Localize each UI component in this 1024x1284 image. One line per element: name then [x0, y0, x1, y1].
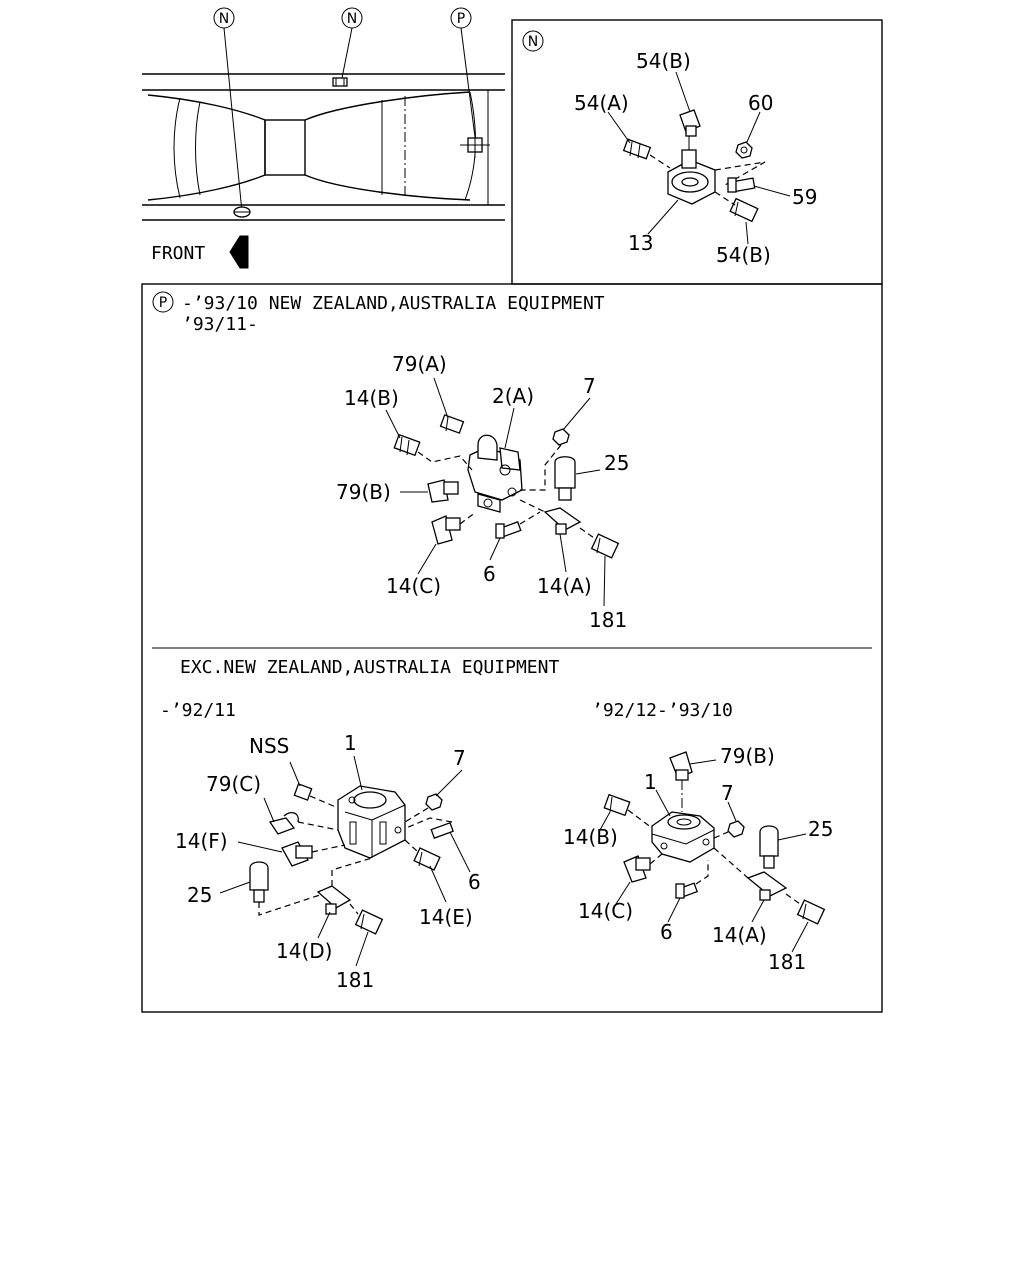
part-label: 14(E) [419, 905, 473, 929]
part-label: 14(A) [537, 574, 592, 598]
part-label: 7 [721, 781, 734, 805]
part-label: 79(B) [336, 480, 391, 504]
vehicle-top-view: N N P FRONT [142, 7, 505, 269]
part-label: 181 [589, 608, 627, 632]
part-label: 14(C) [578, 899, 633, 923]
bolt-59 [727, 177, 756, 193]
exc-right-assembly: 79(B) 1 7 25 14(B) 14(C) 6 14(A) 181 [563, 744, 833, 974]
part-label: 14(B) [563, 825, 618, 849]
detail-p-assembly: 79(A) 2(A) 14(B) 7 25 79(B) 14(C) 6 14(A… [336, 352, 629, 632]
svg-text:N: N [219, 11, 229, 27]
valve-location-icon [332, 77, 348, 87]
section-heading: -’93/10 NEW ZEALAND,AUSTRALIA EQUIPMENT [182, 293, 605, 314]
svg-text:P: P [457, 11, 465, 27]
part-label: 7 [583, 374, 596, 398]
part-label: 54(B) [716, 243, 771, 267]
fitting-54a [622, 138, 652, 160]
detail-p-panel [141, 283, 883, 1013]
svg-text:P: P [159, 295, 167, 311]
valve-location-icon [460, 132, 490, 158]
part-label: 59 [792, 185, 817, 209]
part-label: 7 [453, 746, 466, 770]
front-arrow-icon [229, 235, 249, 269]
svg-text:N: N [347, 11, 357, 27]
callout-marker: P [450, 7, 472, 29]
part-label: 14(A) [712, 923, 767, 947]
part-label: 79(C) [206, 772, 261, 796]
part-label: 181 [768, 950, 806, 974]
valve-location-icon [233, 206, 251, 218]
part-label: 79(A) [392, 352, 447, 376]
svg-text:N: N [528, 34, 538, 50]
part-label: 14(C) [386, 574, 441, 598]
part-label: 6 [483, 562, 496, 586]
nut-60 [735, 141, 753, 159]
part-label: 14(F) [175, 829, 228, 853]
section-heading: ’93/11- [182, 314, 258, 335]
callout-marker: N [341, 7, 363, 29]
front-label: FRONT [151, 243, 205, 264]
part-label: 60 [748, 91, 773, 115]
part-label: 2(A) [492, 384, 534, 408]
part-label: 25 [808, 817, 833, 841]
part-label: 1 [344, 731, 357, 755]
part-label: 79(B) [720, 744, 775, 768]
variant-period: -’92/11 [160, 700, 236, 721]
part-label: 1 [644, 770, 657, 794]
exc-left-assembly: NSS 1 7 79(C) 14(F) 25 6 14(E) 14(D) 181 [175, 731, 481, 992]
variant-period: ’92/12-’93/10 [592, 700, 733, 721]
part-label: 6 [660, 920, 673, 944]
part-label: 54(B) [636, 49, 691, 73]
callout-marker: N [213, 7, 235, 29]
fitting-54b-top [679, 109, 701, 137]
part-label: 13 [628, 231, 653, 255]
callout-marker: P [152, 291, 174, 313]
callout-marker: N [522, 30, 544, 52]
part-label: 6 [468, 870, 481, 894]
part-label: 181 [336, 968, 374, 992]
detail-n-panel: N [511, 19, 883, 285]
part-label: 14(B) [344, 386, 399, 410]
section-heading: EXC.NEW ZEALAND,AUSTRALIA EQUIPMENT [180, 657, 559, 678]
part-label: 25 [604, 451, 629, 475]
part-label: 54(A) [574, 91, 629, 115]
relay-valve-13 [667, 136, 716, 205]
part-label: NSS [249, 734, 289, 758]
part-label: 14(D) [276, 939, 332, 963]
part-label: 25 [187, 883, 212, 907]
fitting-54b-bottom [729, 197, 759, 223]
